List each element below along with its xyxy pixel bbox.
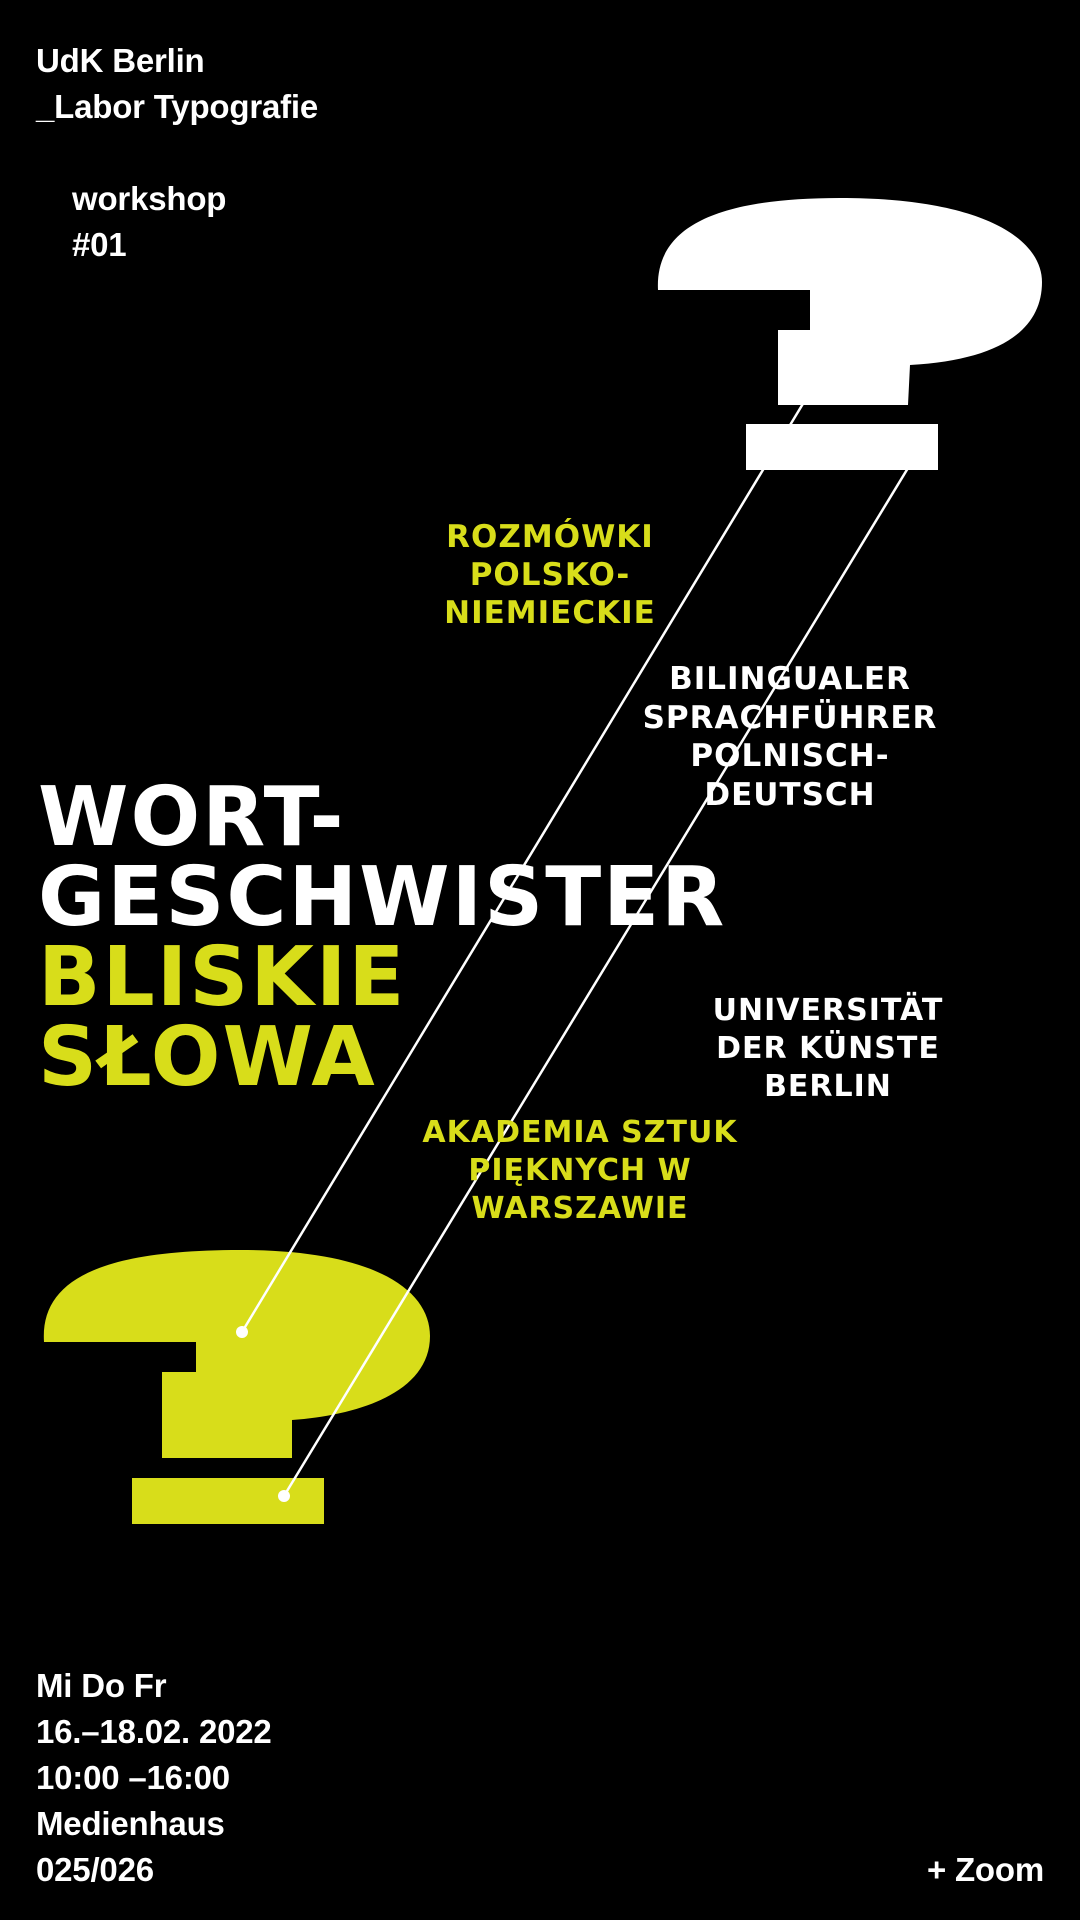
asp-name: Akademia Sztuk Pięknych w Warszawie [330,1114,830,1228]
zoom-label: + Zoom [926,1851,1044,1888]
udk-name: Universität der Künste Berlin [628,992,1028,1106]
header-line-2: _Labor Typografie [36,88,319,125]
connector-dot [236,1326,248,1338]
german-subtitle-line-4: Deutsch [704,776,876,813]
title-german-line-1: Wort- [38,770,346,865]
workshop-line-1: workshop [72,180,227,217]
udk-name-line-3: Berlin [764,1069,892,1104]
event-room: 025/026 [36,1851,154,1888]
connector-dot [278,1490,290,1502]
polish-subtitle-line-2: polsko- [469,557,631,593]
title-polish-line-1: Bliskie [38,930,407,1025]
event-days: Mi Do Fr [36,1667,167,1704]
workshop-line-2: #01 [72,226,127,263]
event-venue: Medienhaus [36,1805,225,1842]
german-subtitle-line-1: Bilingualer [669,661,911,697]
event-info: Mi Do Fr 16.–18.02. 2022 10:00 –16:00 Me… [36,1663,272,1893]
polish-subtitle: Rozmówki polsko- niemieckie [380,518,720,632]
event-dates: 16.–18.02. 2022 [36,1713,272,1750]
polish-subtitle-line-1: Rozmówki [446,519,654,555]
connector-lines [240,401,910,1497]
title-polish: Bliskie Słowa [38,930,407,1105]
header-line-1: UdK Berlin [36,42,205,79]
question-mark-icon [43,1250,430,1524]
asp-name-line-2: Pięknych w [468,1153,692,1188]
german-subtitle: Bilingualer Sprachführer Polnisch- Deuts… [560,660,1020,814]
title-polish-line-2: Słowa [38,1010,377,1105]
udk-name-line-1: Universität [712,993,944,1028]
german-subtitle-line-2: Sprachführer [642,699,938,736]
title-german-line-2: geschwister [38,850,727,945]
asp-name-line-3: Warszawie [471,1191,689,1226]
asp-name-line-1: Akademia Sztuk [422,1115,738,1150]
title-german: Wort- geschwister [38,770,727,945]
event-time: 10:00 –16:00 [36,1759,230,1796]
question-mark-icon [657,198,1042,470]
german-subtitle-line-3: Polnisch- [690,738,890,774]
udk-name-line-2: der Künste [716,1031,940,1066]
workshop-label: workshop #01 [72,176,226,268]
polish-subtitle-line-3: niemieckie [444,595,656,631]
institution-header: UdK Berlin _Labor Typografie [36,38,318,130]
